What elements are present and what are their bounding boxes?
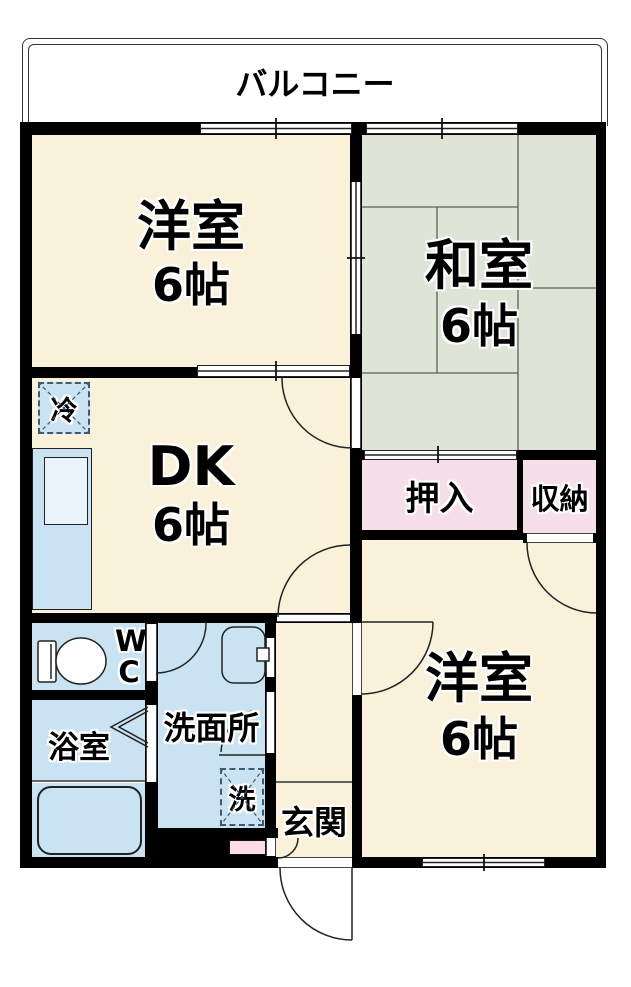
room-oshiire: 押入: [362, 460, 517, 530]
door-gap-entrance-side: [266, 838, 276, 856]
wc-label: WC: [115, 623, 147, 689]
wall-westerntop-dk: [32, 367, 350, 378]
japanese-room-size: 6帖: [439, 299, 518, 353]
wall-washroom-bottom: [145, 828, 278, 838]
japanese-room-name: 和室: [425, 234, 533, 297]
door-gap-dk-japanese: [351, 378, 361, 448]
oshiire-label: 押入: [405, 478, 474, 519]
room-storage: 収納: [523, 460, 596, 533]
wall-oshiire-storage: [517, 460, 523, 533]
window-bottomroom: [422, 858, 545, 867]
slider-westerntop-dk: [197, 365, 350, 377]
western-top-size: 6帖: [151, 258, 230, 312]
fusuma-westerntop-japanese: [351, 182, 361, 334]
bathtub-icon: [37, 786, 142, 855]
wall-wetblock-top: [20, 613, 352, 623]
western-top-name: 洋室: [137, 195, 245, 258]
door-gap-hall-bottomroom: [352, 623, 362, 695]
wall-wc-bath: [32, 690, 158, 700]
window-balcony-right: [366, 123, 518, 134]
fusuma-oshiire: [364, 450, 517, 460]
washroom-label: 洗面所: [163, 709, 260, 747]
room-japanese: [362, 135, 596, 450]
washing-machine-label: 洗: [228, 784, 256, 816]
door-gap-dk-hall: [277, 614, 350, 622]
western-bottom-name: 洋室: [425, 646, 533, 710]
entrance-door-gap: [278, 857, 352, 868]
entrance-step: [229, 840, 266, 855]
western-bottom-size: 6帖: [439, 711, 518, 766]
wall-right: [596, 122, 606, 868]
door-gap-storage: [527, 533, 593, 543]
door-gap-hall-upper: [266, 638, 275, 677]
window-balcony-left: [200, 123, 352, 134]
door-gap-bath: [146, 705, 157, 782]
wall-bottomroom-left: [352, 540, 362, 857]
room-wc: WC: [32, 623, 147, 690]
room-western-top: [32, 135, 350, 367]
dk-name: DK: [147, 435, 235, 498]
wall-oshiire-bottom: [350, 530, 523, 540]
kitchen-sink: [44, 457, 88, 525]
door-gap-hall-washroom: [266, 692, 275, 753]
storage-label: 収納: [530, 481, 589, 516]
door-gap-wc: [146, 624, 157, 681]
entrance-label: 玄関: [281, 803, 347, 842]
balcony-inner-rail: [28, 44, 602, 126]
bath-label: 浴室: [48, 729, 110, 766]
washing-machine-box: 洗: [220, 768, 264, 826]
dk-size: 6帖: [151, 498, 230, 552]
hallway: [276, 623, 352, 857]
wall-left: [20, 122, 32, 868]
balcony-label: バルコニー: [235, 65, 395, 103]
